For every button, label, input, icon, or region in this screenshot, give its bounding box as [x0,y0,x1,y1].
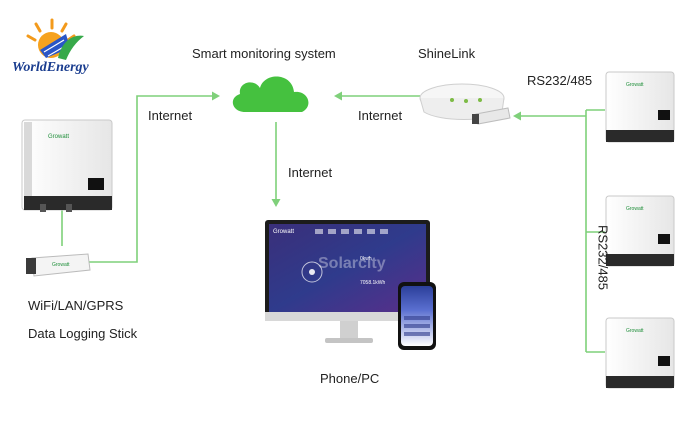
data-logging-stick: Growatt [26,253,91,277]
stick-brand: Growatt [52,262,70,268]
inverter-right-2: Growatt [605,195,675,267]
screen-watermark: Solarcity [318,255,386,272]
inverter-left-brand: Growatt [48,134,69,140]
shinelink-label: ShineLink [418,46,476,61]
sun-logo-icon [26,18,84,60]
internet-label-right: Internet [358,108,403,123]
cloud-label: Smart monitoring system [192,46,336,61]
internet-label-left: Internet [148,108,193,123]
stick-label-line1: WiFi/LAN/GPRS [28,298,124,313]
connector-lines [61,91,605,353]
shinelink-box [419,83,511,125]
svg-text:Growatt: Growatt [626,82,644,88]
svg-text:Growatt: Growatt [626,328,644,334]
internet-label-down: Internet [288,165,333,180]
screen-value-a: 0kwh [360,256,372,262]
stick-label-line2: Data Logging Stick [28,326,138,341]
inverter-right-3: Growatt [605,317,675,389]
inverter-right-1: Growatt [605,71,675,143]
screen-value-b: 7058.1kWh [360,280,386,286]
cloud-icon [232,76,309,112]
screen-app-name: Growatt [273,229,294,235]
brand-logo-text: WorldEnergy [12,60,89,75]
devices-label: Phone/PC [320,371,380,386]
rs232-label-top: RS232/485 [527,73,593,88]
smartphone [398,282,436,350]
rs232-label-vertical: RS232/485 [595,224,611,291]
svg-text:Growatt: Growatt [626,206,644,212]
pc-monitor: Growatt Solarcity 0kwh 7058.1kWh [265,220,430,343]
inverter-left: Growatt [21,119,113,212]
